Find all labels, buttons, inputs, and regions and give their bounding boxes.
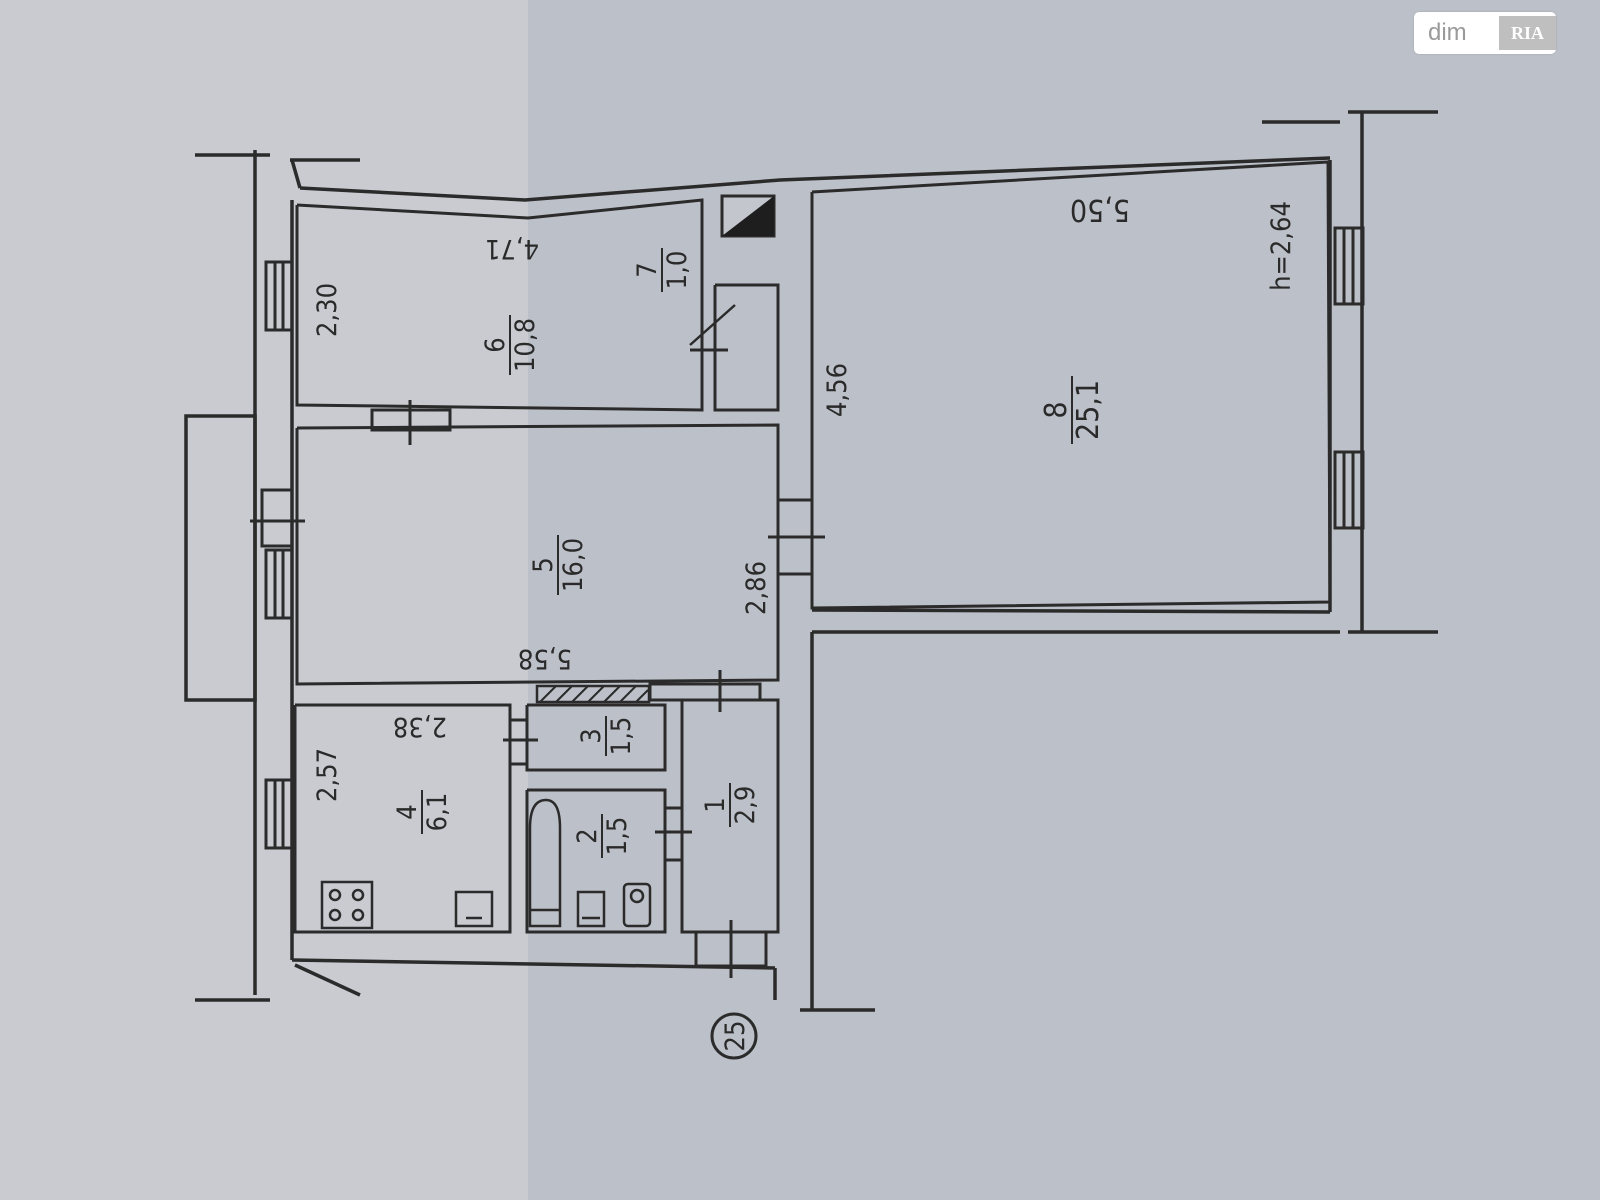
dimension-room-5-length: 5,58 (518, 643, 572, 674)
outer-wall-top (299, 156, 1331, 202)
room-7 (713, 283, 780, 412)
dim-ria-watermark: dim RIA (1414, 12, 1556, 54)
apartment-number: 25 (720, 1021, 751, 1052)
room-4 (293, 703, 512, 934)
windows (264, 226, 1365, 850)
room-1-number: 1 (700, 797, 731, 812)
room-7-area: 1,0 (662, 251, 693, 290)
fixtures (320, 304, 736, 930)
window-room-4 (264, 778, 294, 850)
water-heater-icon (689, 304, 736, 346)
room-4-area: 6,1 (422, 793, 453, 832)
room-5-label: 5 16,0 (528, 535, 589, 595)
room-5 (295, 423, 780, 686)
room-3-area: 1,5 (606, 717, 637, 756)
room-6-label: 6 10,8 (480, 315, 541, 375)
room-2-area: 1,5 (602, 817, 633, 856)
room-8-label: 8 25,1 (1039, 376, 1106, 444)
dimension-room-8-length: 5,50 (1070, 192, 1130, 227)
room-7-number: 7 (632, 262, 663, 277)
room-1-area: 2,9 (730, 786, 761, 825)
door-room-2 (655, 806, 692, 862)
doors (250, 335, 825, 978)
room-2 (525, 788, 667, 934)
room-7-label: 7 1,0 (632, 248, 693, 292)
room-6-number: 6 (480, 337, 511, 352)
door-entrance (694, 920, 768, 978)
kitchen-sink-icon (454, 890, 494, 928)
toilet-icon (622, 882, 652, 928)
dimension-room-8-width: 4,56 (822, 363, 853, 417)
window-room-5 (264, 548, 294, 620)
room-6-area: 10,8 (510, 318, 541, 372)
ventilation-shaft-icon (720, 194, 776, 238)
room-2-number: 2 (572, 828, 603, 843)
room-5-area: 16,0 (558, 538, 589, 592)
door-room-8 (768, 498, 825, 576)
room-8-area: 25,1 (1071, 380, 1106, 440)
bathtub-icon (528, 798, 562, 928)
dimension-room-4-width: 2,57 (312, 748, 343, 802)
dimension-labels: 4,71 2,30 5,50 4,56 2,86 5,58 2,38 2,57 … (312, 192, 1297, 802)
stove-icon (320, 880, 374, 930)
room-3-label: 3 1,5 (576, 716, 637, 756)
hatched-partition (535, 684, 651, 704)
door-room-7 (690, 335, 728, 370)
ceiling-height-label: h=2,64 (1266, 201, 1297, 291)
door-room-3 (503, 718, 538, 766)
room-1-label: 1 2,9 (700, 783, 761, 827)
room-2-label: 2 1,5 (572, 814, 633, 858)
balcony (184, 414, 257, 702)
room-labels: 1 2,9 2 1,5 3 1,5 4 6,1 5 16,0 6 10,8 (392, 248, 1106, 858)
apartment-number-badge: 25 (710, 1012, 758, 1060)
room-4-label: 4 6,1 (392, 790, 453, 834)
dimension-room-6-width: 2,30 (312, 283, 343, 337)
room-8-number: 8 (1039, 401, 1074, 418)
dimension-room-6-length: 4,71 (485, 233, 539, 264)
dimension-room-5-width: 2,86 (741, 561, 772, 615)
room-4-number: 4 (392, 804, 423, 819)
window-room-8-bottom (1333, 450, 1365, 530)
door-room-6 (370, 400, 452, 445)
washbasin-icon (576, 890, 606, 928)
watermark-dim-text: dim (1428, 19, 1467, 46)
room-8 (810, 160, 1332, 610)
room-6 (295, 198, 704, 412)
window-room-8-top (1333, 226, 1365, 306)
room-5-number: 5 (528, 557, 559, 572)
dimension-room-4-length: 2,38 (393, 711, 447, 742)
room-3-number: 3 (576, 728, 607, 743)
window-room-6 (264, 260, 294, 332)
door-balcony (250, 488, 305, 548)
watermark-ria-logo: RIA (1498, 16, 1556, 50)
